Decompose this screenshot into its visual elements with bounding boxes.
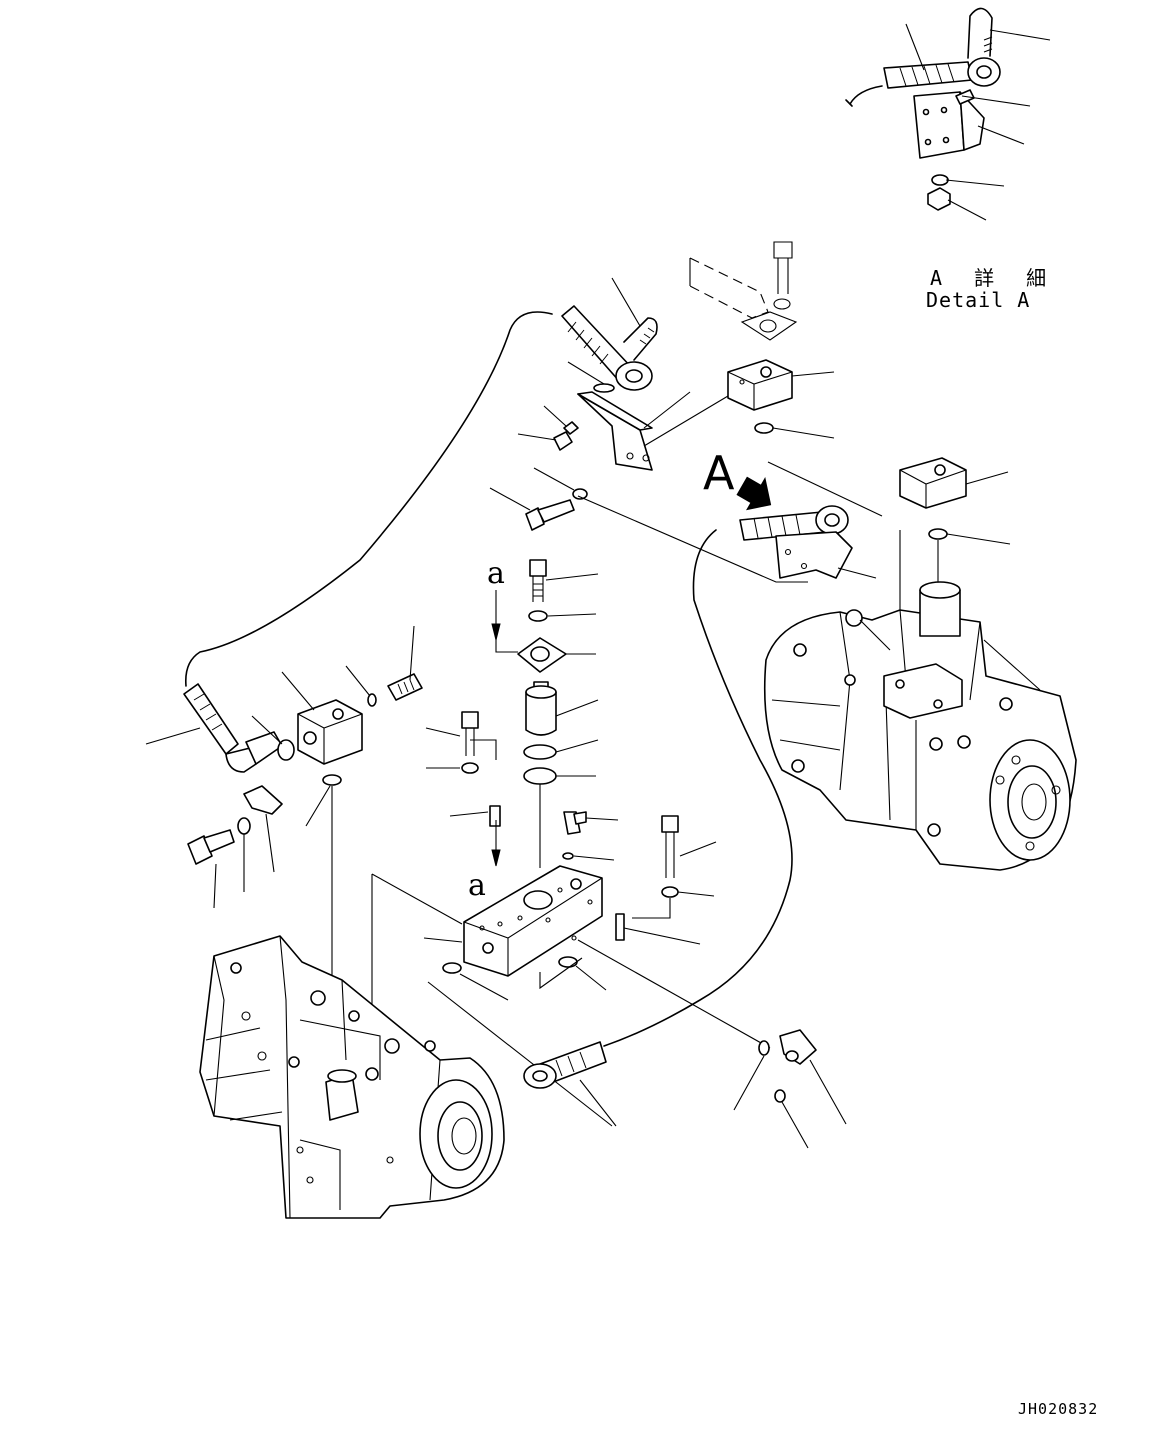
flow-marker-lower: a [468, 868, 486, 903]
detail-a-group [845, 7, 1051, 221]
right-pump-assembly [763, 581, 1077, 871]
left-pump-assembly [199, 935, 505, 1219]
view-marker-label: A [703, 446, 735, 500]
flow-marker-upper: a [487, 556, 505, 591]
drawing-number: JH020832 [1018, 1400, 1099, 1418]
center-manifold-stack [371, 559, 771, 1127]
top-center-hose-assembly [689, 241, 835, 439]
left-long-hose [145, 311, 553, 1000]
right-top-assembly [603, 457, 1011, 1047]
detail-title-english: Detail A [926, 288, 1031, 312]
top-left-hose-bracket [489, 277, 808, 583]
bottom-hose-fittings [523, 1029, 847, 1149]
detail-title-japanese: A 詳 細 [930, 266, 1057, 290]
